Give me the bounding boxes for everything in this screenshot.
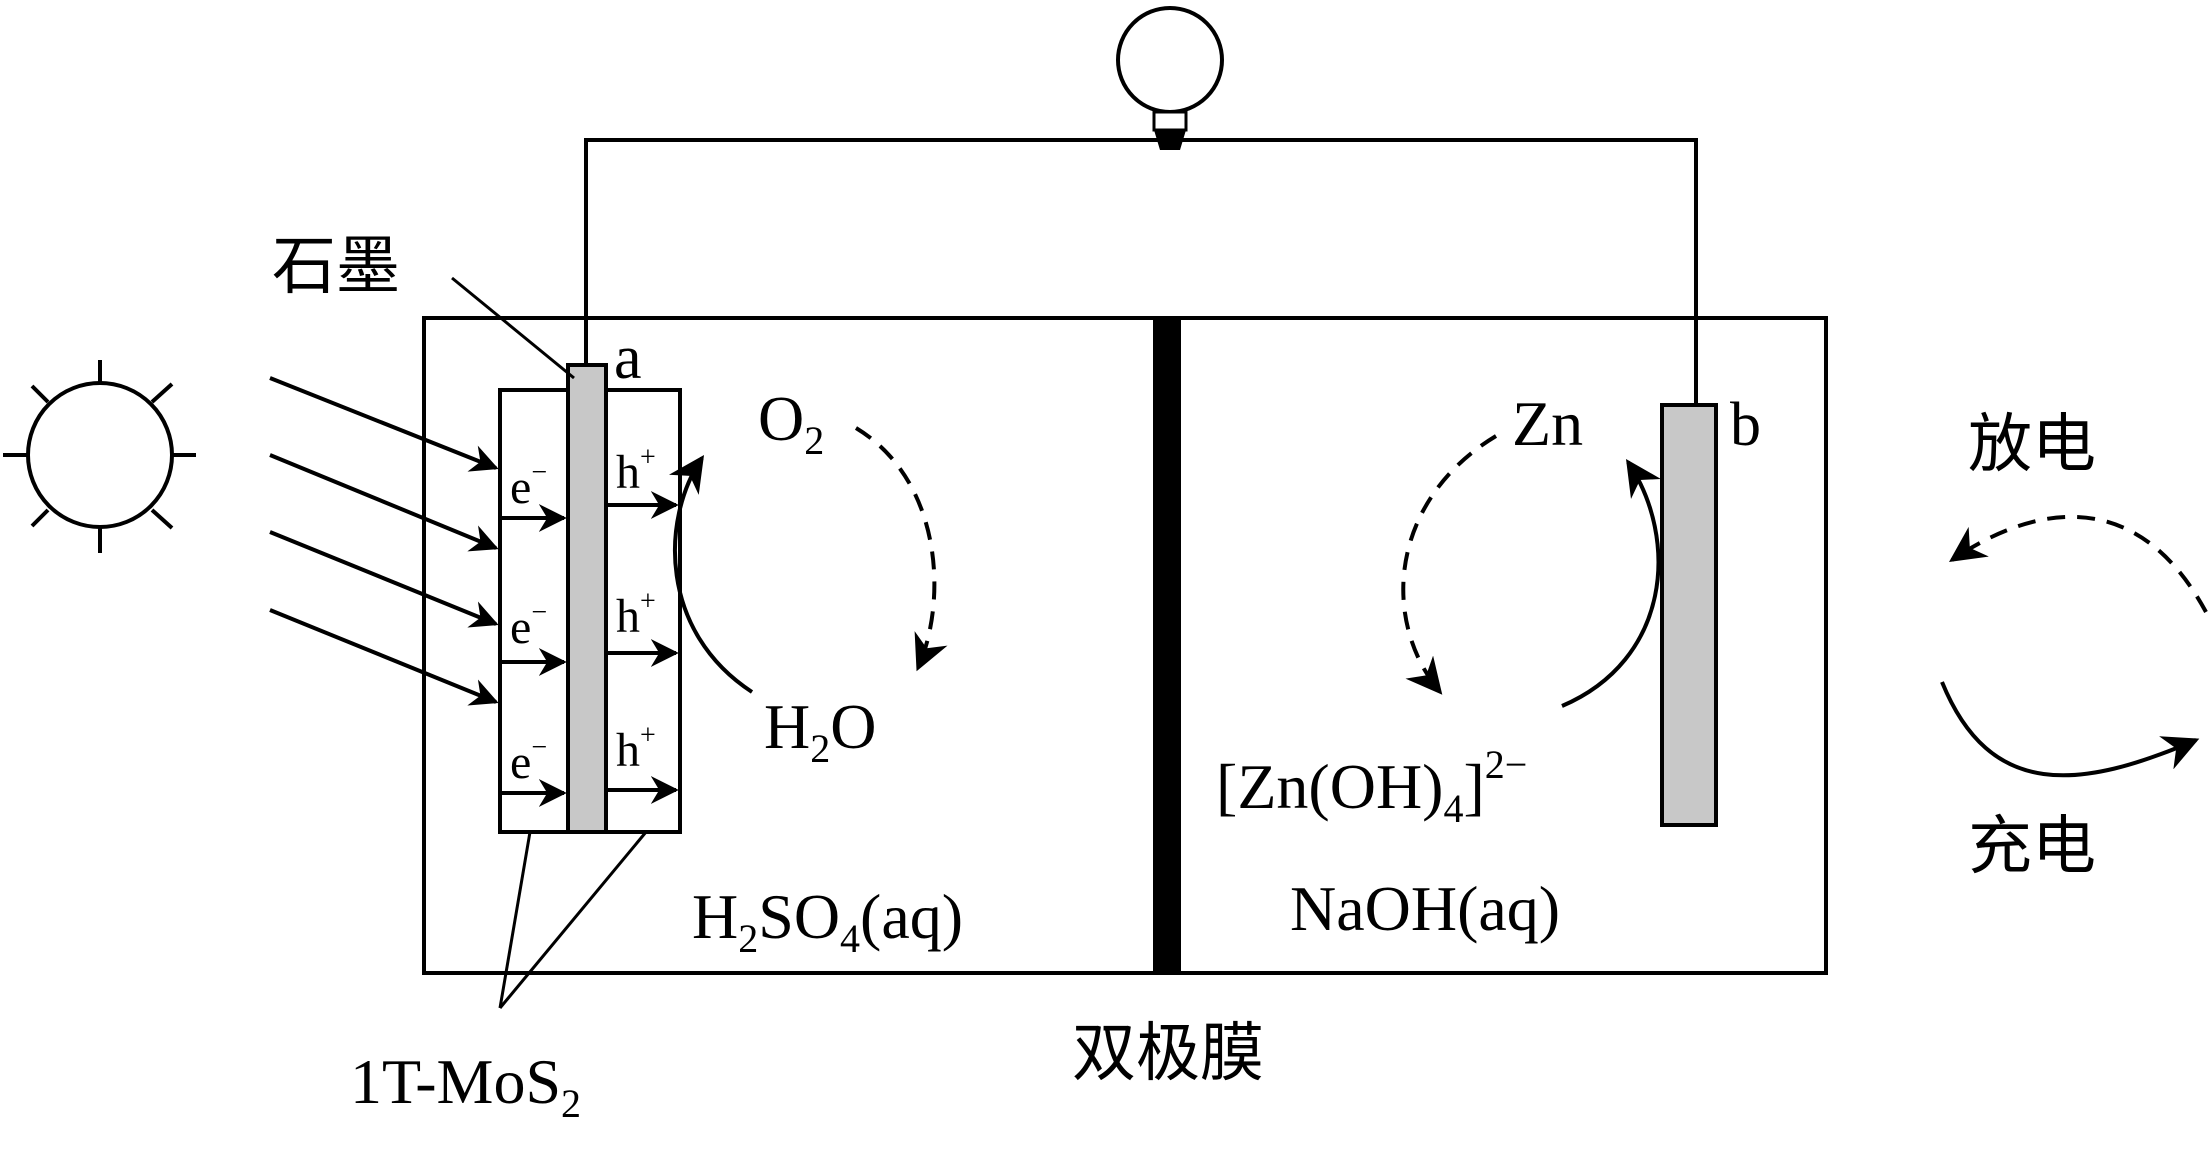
electrode-a <box>566 363 608 834</box>
circuit-wire <box>584 138 1698 405</box>
svg-text:e−: e− <box>510 732 547 789</box>
graphite-pointer <box>451 276 575 380</box>
charge-arrow <box>1940 681 2200 778</box>
svg-text:e−: e− <box>510 597 547 654</box>
bipolar-membrane <box>1153 318 1181 973</box>
electrode-b <box>1660 403 1718 827</box>
light-bulb-icon <box>1116 6 1224 150</box>
svg-text:h+: h+ <box>616 442 656 499</box>
electrode-a-label: a <box>614 324 642 392</box>
svg-text:h+: h+ <box>616 586 656 643</box>
sun-icon <box>3 360 196 553</box>
cell-container <box>422 316 1828 975</box>
o2-to-h2o-dashed-arrow <box>854 426 948 672</box>
membrane-label: 双极膜 <box>1072 1017 1264 1091</box>
mos2-pointer-left <box>498 831 532 1009</box>
electrode-b-label: b <box>1730 391 1761 459</box>
graphite-label: 石墨 <box>272 230 400 304</box>
zn-to-zincate-dashed-arrow <box>1401 434 1498 695</box>
h2o-to-o2-arrow <box>668 455 754 694</box>
zincate-label: [Zn(OH)4]2− <box>1216 742 1527 831</box>
hole-labels: h+ h+ h+ <box>616 442 656 777</box>
svg-text:e−: e− <box>510 457 547 514</box>
electron-arrows <box>502 504 567 807</box>
discharge-dashed-arrow <box>1949 514 2208 613</box>
h2so4-label: H2SO4(aq) <box>692 881 963 961</box>
mos2-label: 1T-MoS2 <box>350 1046 581 1126</box>
svg-text:h+: h+ <box>616 720 656 777</box>
zn-label: Zn <box>1512 388 1583 459</box>
naoh-label: NaOH(aq) <box>1290 873 1560 944</box>
light-rays <box>269 376 499 706</box>
mos2-pointer-right <box>498 831 648 1009</box>
hole-arrows <box>608 491 679 804</box>
o2-label: O2 <box>758 383 824 463</box>
charge-label: 充电 <box>1968 810 2096 884</box>
h2o-label: H2O <box>764 691 876 771</box>
zincate-to-zn-arrow <box>1561 459 1661 708</box>
electron-labels: e− e− e− <box>510 457 547 789</box>
discharge-label: 放电 <box>1968 408 2096 482</box>
